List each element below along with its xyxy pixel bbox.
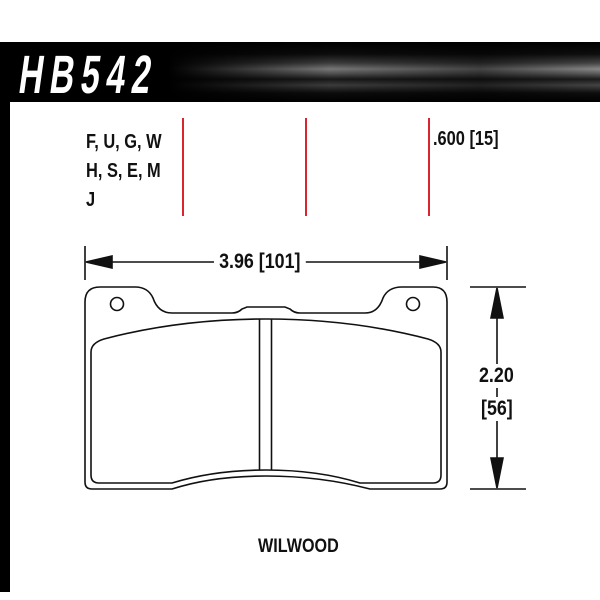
compound-line: F, U, G, W xyxy=(86,131,162,153)
thickness-marker-line xyxy=(305,118,307,216)
thickness-label: .600 [15] xyxy=(433,128,499,150)
arrowhead xyxy=(419,254,447,270)
friction-material-outline xyxy=(90,318,442,484)
header-band-shading xyxy=(0,42,600,102)
height-dimension-mm: [56] xyxy=(481,397,513,421)
mounting-hole xyxy=(109,296,125,312)
compound-line: H, S, E, M xyxy=(86,160,161,182)
application-label: WILWOOD xyxy=(258,536,339,558)
arrowhead xyxy=(490,457,504,489)
left-frame-bar xyxy=(0,42,10,592)
compound-list: F, U, G, W H, S, E, M J xyxy=(86,128,162,215)
thickness-marker-line xyxy=(428,118,430,216)
thickness-marker-line xyxy=(182,118,184,216)
compound-line: J xyxy=(86,189,96,211)
arrowhead xyxy=(490,287,504,319)
mounting-hole xyxy=(405,296,421,312)
backing-plate-outline xyxy=(84,286,448,490)
width-dimension-label: 3.96 [101] xyxy=(214,250,306,274)
arrowhead xyxy=(85,254,113,270)
height-dimension-inches: 2.20 xyxy=(479,364,514,388)
